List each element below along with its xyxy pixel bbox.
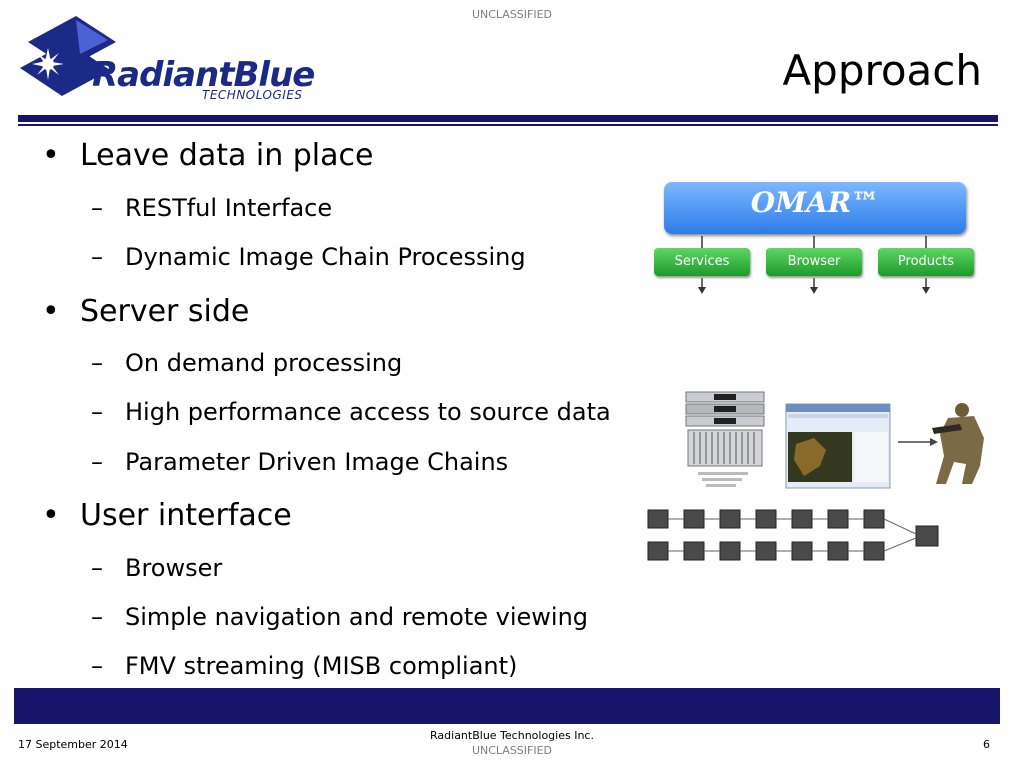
image-chain-tiles-icon — [647, 509, 939, 561]
sub-bullet-2-2: – High performance access to source data — [91, 398, 611, 426]
sub-bullet-3-3: – FMV streaming (MISB compliant) — [91, 652, 518, 680]
footer-bar — [14, 688, 1000, 724]
services-box: Services — [654, 248, 750, 276]
logo-wordmark: RadiantBlue — [92, 55, 315, 95]
sub-bullet-2-1-text: On demand processing — [125, 349, 403, 377]
bullet-dot: • — [42, 294, 60, 329]
sub-bullet-1-1-text: RESTful Interface — [125, 194, 333, 222]
sub-bullet-3-1-text: Browser — [125, 554, 223, 582]
sub-bullet-dash: – — [91, 652, 103, 680]
sub-bullet-dash: – — [91, 194, 103, 222]
bullet-2-text: Server side — [80, 294, 250, 329]
sub-bullet-3-3-text: FMV streaming (MISB compliant) — [125, 652, 518, 680]
sub-bullet-1-2: – Dynamic Image Chain Processing — [91, 243, 526, 271]
sub-bullet-dash: – — [91, 554, 103, 582]
soldier-icon — [932, 403, 984, 484]
products-box: Products — [878, 248, 974, 276]
sub-bullet-3-2-text: Simple navigation and remote viewing — [125, 603, 589, 631]
classification-top: UNCLASSIFIED — [471, 8, 553, 21]
sub-bullet-3-2: – Simple navigation and remote viewing — [91, 603, 589, 631]
sub-bullet-dash: – — [91, 243, 103, 271]
footer-company: RadiantBlue Technologies Inc. — [430, 729, 594, 742]
sub-bullet-dash: – — [91, 448, 103, 476]
radiantblue-logo-icon — [20, 16, 116, 96]
logo-subtitle: TECHNOLOGIES — [202, 88, 303, 102]
sub-bullet-2-2-text: High performance access to source data — [125, 398, 611, 426]
sub-bullet-dash: – — [91, 603, 103, 631]
footer-date: 17 September 2014 — [18, 738, 128, 751]
bullet-dot: • — [42, 138, 60, 173]
sub-bullet-dash: – — [91, 398, 103, 426]
sub-bullet-1-1: – RESTful Interface — [91, 194, 333, 222]
omar-box — [664, 182, 966, 234]
page-number: 6 — [983, 738, 990, 751]
classification-bottom: UNCLASSIFIED — [471, 744, 553, 757]
bullet-3-text: User interface — [80, 498, 292, 533]
header-rule — [18, 115, 998, 122]
browser-box: Browser — [766, 248, 862, 276]
sub-bullet-2-3: – Parameter Driven Image Chains — [91, 448, 509, 476]
sub-bullet-dash: – — [91, 349, 103, 377]
sub-bullet-3-1: – Browser — [91, 554, 223, 582]
sub-bullet-1-2-text: Dynamic Image Chain Processing — [125, 243, 526, 271]
slide-title: Approach — [782, 46, 982, 95]
image-chain-illustration — [647, 509, 939, 561]
server-to-user-illustration — [685, 391, 984, 489]
server-rack-icon — [685, 391, 765, 487]
browser-window-icon — [785, 403, 891, 489]
sub-bullet-2-3-text: Parameter Driven Image Chains — [125, 448, 509, 476]
sub-bullet-2-1: – On demand processing — [91, 349, 403, 377]
bullet-2: • Server side — [42, 294, 250, 329]
bullet-3: • User interface — [42, 498, 292, 533]
bullet-1: • Leave data in place — [42, 138, 374, 173]
header-rule-thin — [18, 124, 998, 126]
arrow-right-icon — [898, 438, 938, 446]
omar-connector-icon — [698, 236, 930, 294]
bullet-1-text: Leave data in place — [80, 138, 374, 173]
bullet-dot: • — [42, 498, 60, 533]
omar-label: OMAR™ — [750, 186, 880, 219]
